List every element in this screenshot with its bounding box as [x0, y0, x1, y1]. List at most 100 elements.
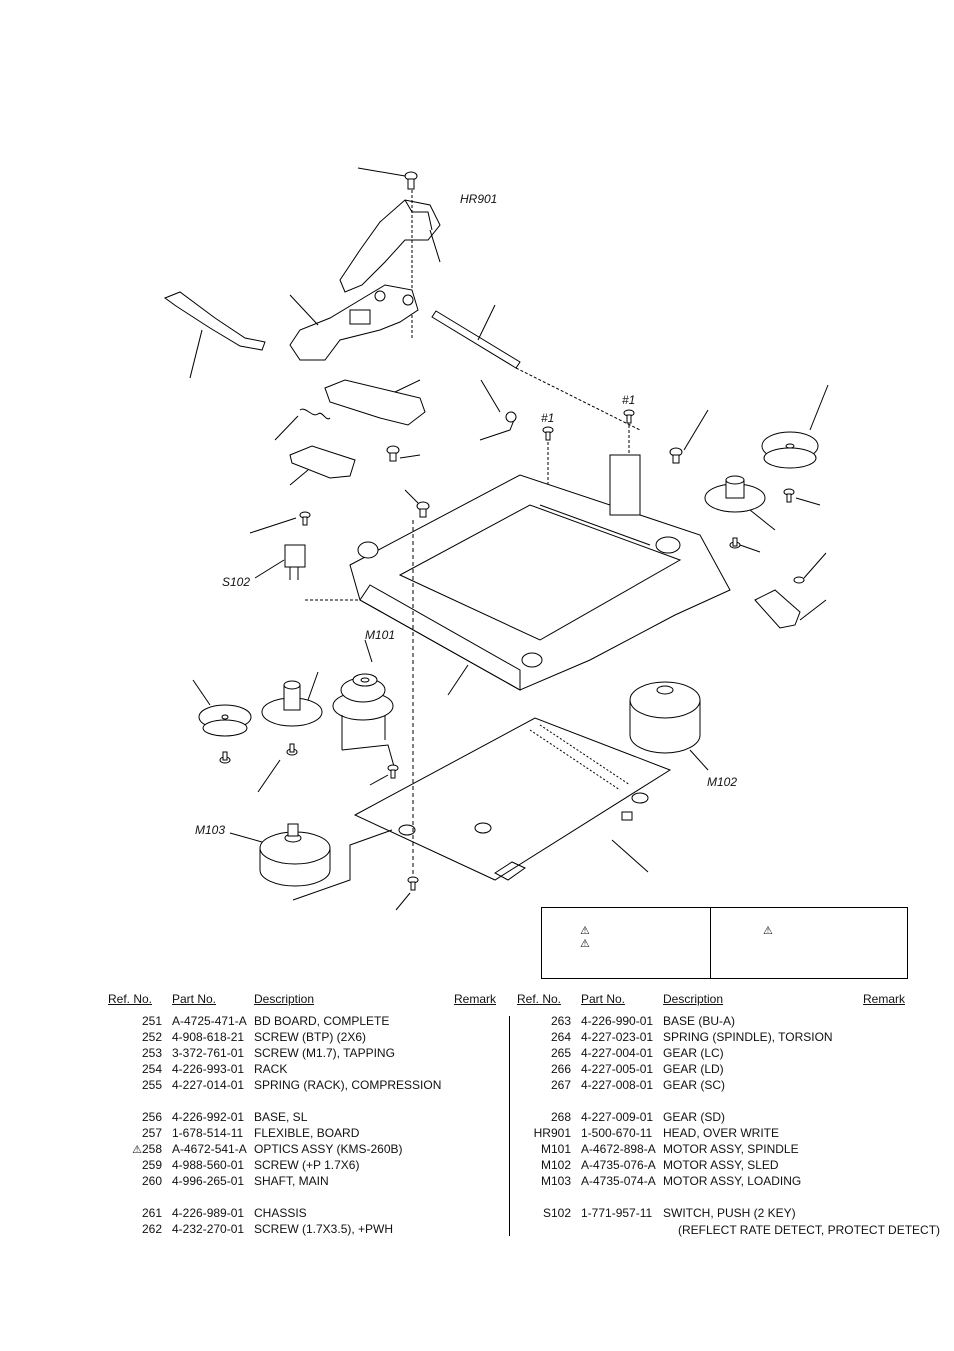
- label-hash1-b: #1: [622, 393, 636, 407]
- col-header-ref: Ref. No.: [108, 992, 153, 1006]
- spring-spindle: [479, 379, 517, 441]
- cell-ref: 254: [108, 1062, 172, 1078]
- exploded-view-drawing: [163, 167, 829, 911]
- cell-part-no: 4-908-618-21: [172, 1030, 245, 1044]
- cell-description: OPTICS ASSY (KMS-260B): [254, 1142, 403, 1156]
- chassis: [349, 454, 731, 696]
- screw-chassis: [404, 489, 430, 518]
- cell-ref: 268: [517, 1110, 581, 1126]
- cell-description: SCREW (BTP) (2X6): [254, 1030, 367, 1044]
- ref-number: 264: [550, 1030, 571, 1044]
- ref-number: M101: [540, 1142, 571, 1156]
- row-spacer: [108, 1190, 496, 1206]
- screw-right-top: [669, 409, 709, 464]
- cell-remark: [454, 1110, 496, 1126]
- cell-description: GEAR (SC): [663, 1078, 726, 1092]
- cell-remark: [863, 1062, 905, 1078]
- ref-number: 262: [141, 1222, 162, 1236]
- ref-number: 255: [141, 1078, 162, 1092]
- row-spacer: [517, 1190, 905, 1206]
- ref-number: 267: [550, 1078, 571, 1092]
- warning-icon: ⚠: [132, 1144, 142, 1156]
- cell-description: SCREW (M1.7), TAPPING: [254, 1046, 395, 1060]
- screw-bottom: [395, 520, 419, 911]
- parts-table-right: Ref. No. Part No. Description Remark 263…: [517, 992, 905, 1222]
- screw-rack: [386, 445, 421, 462]
- cell-ref: 261: [108, 1206, 172, 1222]
- ref-number: 254: [141, 1062, 162, 1076]
- spindle-motor: [332, 639, 396, 771]
- cell-description: SWITCH, PUSH (2 KEY): [663, 1206, 796, 1220]
- label-s102: S102: [222, 575, 251, 589]
- ref-number: M102: [540, 1158, 571, 1172]
- gear-ld: [257, 671, 323, 793]
- cell-description: SCREW (1.7X3.5), +PWH: [254, 1222, 394, 1236]
- table-row: [108, 1190, 496, 1206]
- gear-lc: [192, 679, 252, 764]
- cell-part-no: A-4672-898-A: [581, 1142, 656, 1156]
- cell-part-no: 4-996-265-01: [172, 1174, 245, 1188]
- col-header-part: Part No.: [581, 992, 626, 1006]
- ref-number: 266: [550, 1062, 571, 1076]
- cell-description: RACK: [254, 1062, 288, 1076]
- cell-part-no: A-4725-471-A: [172, 1014, 247, 1028]
- cell-remark: [454, 1078, 496, 1094]
- cell-ref: 262: [108, 1222, 172, 1238]
- ref-number: 261: [141, 1206, 162, 1220]
- cell-ref: 264: [517, 1030, 581, 1046]
- cell-remark: [863, 1030, 905, 1046]
- table-row: [108, 1094, 496, 1110]
- ref-number: 253: [141, 1046, 162, 1060]
- warning-icon: ⚠: [580, 925, 590, 937]
- cell-description: BASE, SL: [254, 1110, 308, 1124]
- spring-rack: [274, 408, 331, 441]
- cell-ref: 256: [108, 1110, 172, 1126]
- gear-sd: [761, 384, 829, 469]
- cell-ref: 265: [517, 1046, 581, 1062]
- cell-ref: 259: [108, 1158, 172, 1174]
- cell-description: CHASSIS: [254, 1206, 307, 1220]
- flexible-board: [163, 291, 266, 379]
- ref-number: 265: [550, 1046, 571, 1060]
- cell-part-no: 3-372-761-01: [172, 1046, 245, 1060]
- ref-number: HR901: [533, 1126, 571, 1140]
- switch-s102: [249, 511, 400, 601]
- cell-description: SCREW (+P 1.7X6): [254, 1158, 360, 1172]
- cell-part-no: 4-227-023-01: [581, 1030, 654, 1044]
- cell-ref: 253: [108, 1046, 172, 1062]
- row-spacer: [108, 1094, 496, 1110]
- cell-part-no: A-4672-541-A: [172, 1142, 247, 1156]
- screw-board: [369, 764, 399, 786]
- cell-part-no: 1-500-670-11: [581, 1126, 653, 1140]
- cell-remark: [454, 1174, 496, 1190]
- optics-assy: [289, 284, 419, 361]
- cell-description: BASE (BU-A): [663, 1014, 736, 1028]
- cell-remark: [863, 1206, 905, 1222]
- cell-part-no: 4-227-014-01: [172, 1078, 245, 1092]
- cell-remark: [863, 1078, 905, 1094]
- ref-number: 256: [141, 1110, 162, 1124]
- cell-part-no: 4-226-992-01: [172, 1110, 245, 1124]
- cell-ref: 260: [108, 1174, 172, 1190]
- screw-gear: [729, 488, 821, 553]
- cell-remark: [454, 1030, 496, 1046]
- cell-remark: [863, 1174, 905, 1190]
- cell-description: MOTOR ASSY, SPINDLE: [663, 1142, 799, 1156]
- switch-subnote: (REFLECT RATE DETECT, PROTECT DETECT): [678, 1223, 941, 1237]
- ref-number: S102: [542, 1206, 571, 1220]
- base-sl: [289, 445, 356, 486]
- cell-part-no: 4-226-993-01: [172, 1062, 245, 1076]
- cell-ref: M102: [517, 1158, 581, 1174]
- col-header-desc: Description: [254, 992, 315, 1006]
- safety-note-box: ⚠ ⚠ ⚠: [541, 907, 908, 979]
- cell-ref: 252: [108, 1030, 172, 1046]
- cell-ref: 251: [108, 1014, 172, 1030]
- cell-ref: S102: [517, 1206, 581, 1222]
